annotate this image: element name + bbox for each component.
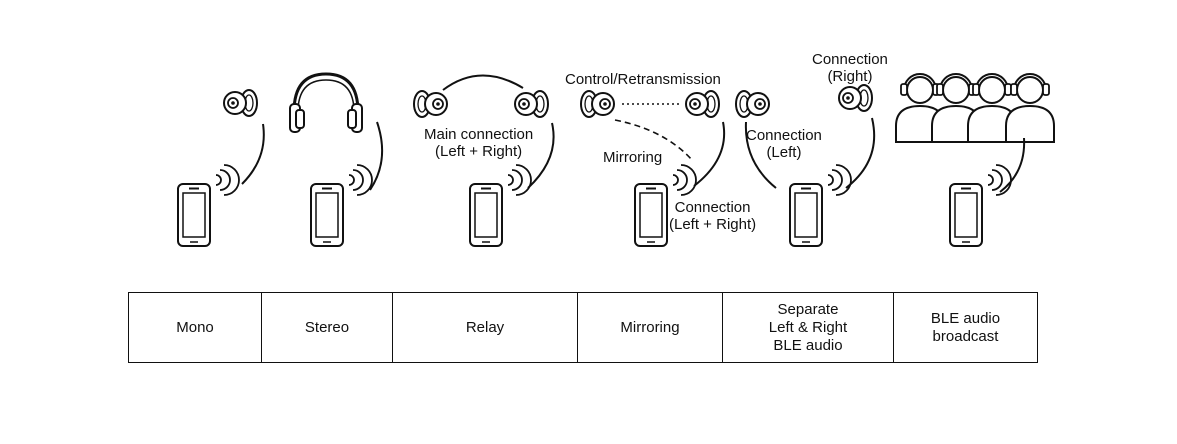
connection-left-line xyxy=(744,121,777,189)
earbud-icon xyxy=(735,90,770,118)
mode-cell-separate: Separate Left & Right BLE audio xyxy=(723,293,894,362)
mono-group xyxy=(177,90,265,247)
mode-cell-mirroring: Mirroring xyxy=(578,293,723,362)
wifi-signal-icon xyxy=(348,164,373,196)
connection-left-label: Connection (Left) xyxy=(746,127,822,161)
earbud-icon xyxy=(686,91,719,117)
relay-main-connection-label: Main connection (Left + Right) xyxy=(424,126,534,160)
wifi-signal-icon xyxy=(215,164,240,196)
mirroring-group xyxy=(580,90,726,247)
smartphone-icon xyxy=(634,183,668,247)
earbud-icon xyxy=(413,90,448,118)
separate-group xyxy=(735,85,876,247)
wifi-signal-icon xyxy=(507,164,532,196)
mode-cell-stereo: Stereo xyxy=(262,293,393,362)
mode-cell-broadcast: BLE audio broadcast xyxy=(930,309,1001,345)
main-connection-line xyxy=(527,122,555,189)
earbud-icon xyxy=(515,91,548,117)
mirroring-sniff-line xyxy=(614,119,693,161)
connection-line xyxy=(241,123,265,185)
connection-line xyxy=(369,121,384,191)
wifi-signal-icon xyxy=(672,164,697,196)
wifi-signal-icon xyxy=(827,164,852,196)
smartphone-icon xyxy=(469,183,503,247)
earbud-icon xyxy=(580,90,615,118)
smartphone-icon xyxy=(310,183,344,247)
connection-line xyxy=(693,121,726,187)
wifi-signal-icon xyxy=(987,164,1012,196)
smartphone-icon xyxy=(949,183,983,247)
mirroring-connection-label: Connection (Left + Right) xyxy=(669,199,757,233)
broadcast-group xyxy=(895,73,1055,247)
earbud-icon xyxy=(839,85,872,111)
mode-cell-mono: Mono xyxy=(129,293,262,362)
relay-group xyxy=(413,74,555,247)
broadcast-line xyxy=(999,137,1026,193)
connection-right-line xyxy=(845,117,876,189)
relay-link-line xyxy=(442,74,524,91)
control-retransmission-label: Control/Retransmission xyxy=(565,71,721,88)
mode-table: Mono Stereo Relay Mirroring Separate Lef… xyxy=(128,292,1038,363)
stereo-group xyxy=(289,72,384,247)
headphones-icon xyxy=(289,72,363,133)
mirroring-label: Mirroring xyxy=(603,149,663,166)
earbud-icon xyxy=(224,90,257,116)
mode-cell-relay: Relay xyxy=(393,293,578,362)
smartphone-icon xyxy=(177,183,211,247)
smartphone-icon xyxy=(789,183,823,247)
listener-icon xyxy=(1005,73,1055,143)
connection-right-label: Connection (Right) xyxy=(812,51,888,85)
